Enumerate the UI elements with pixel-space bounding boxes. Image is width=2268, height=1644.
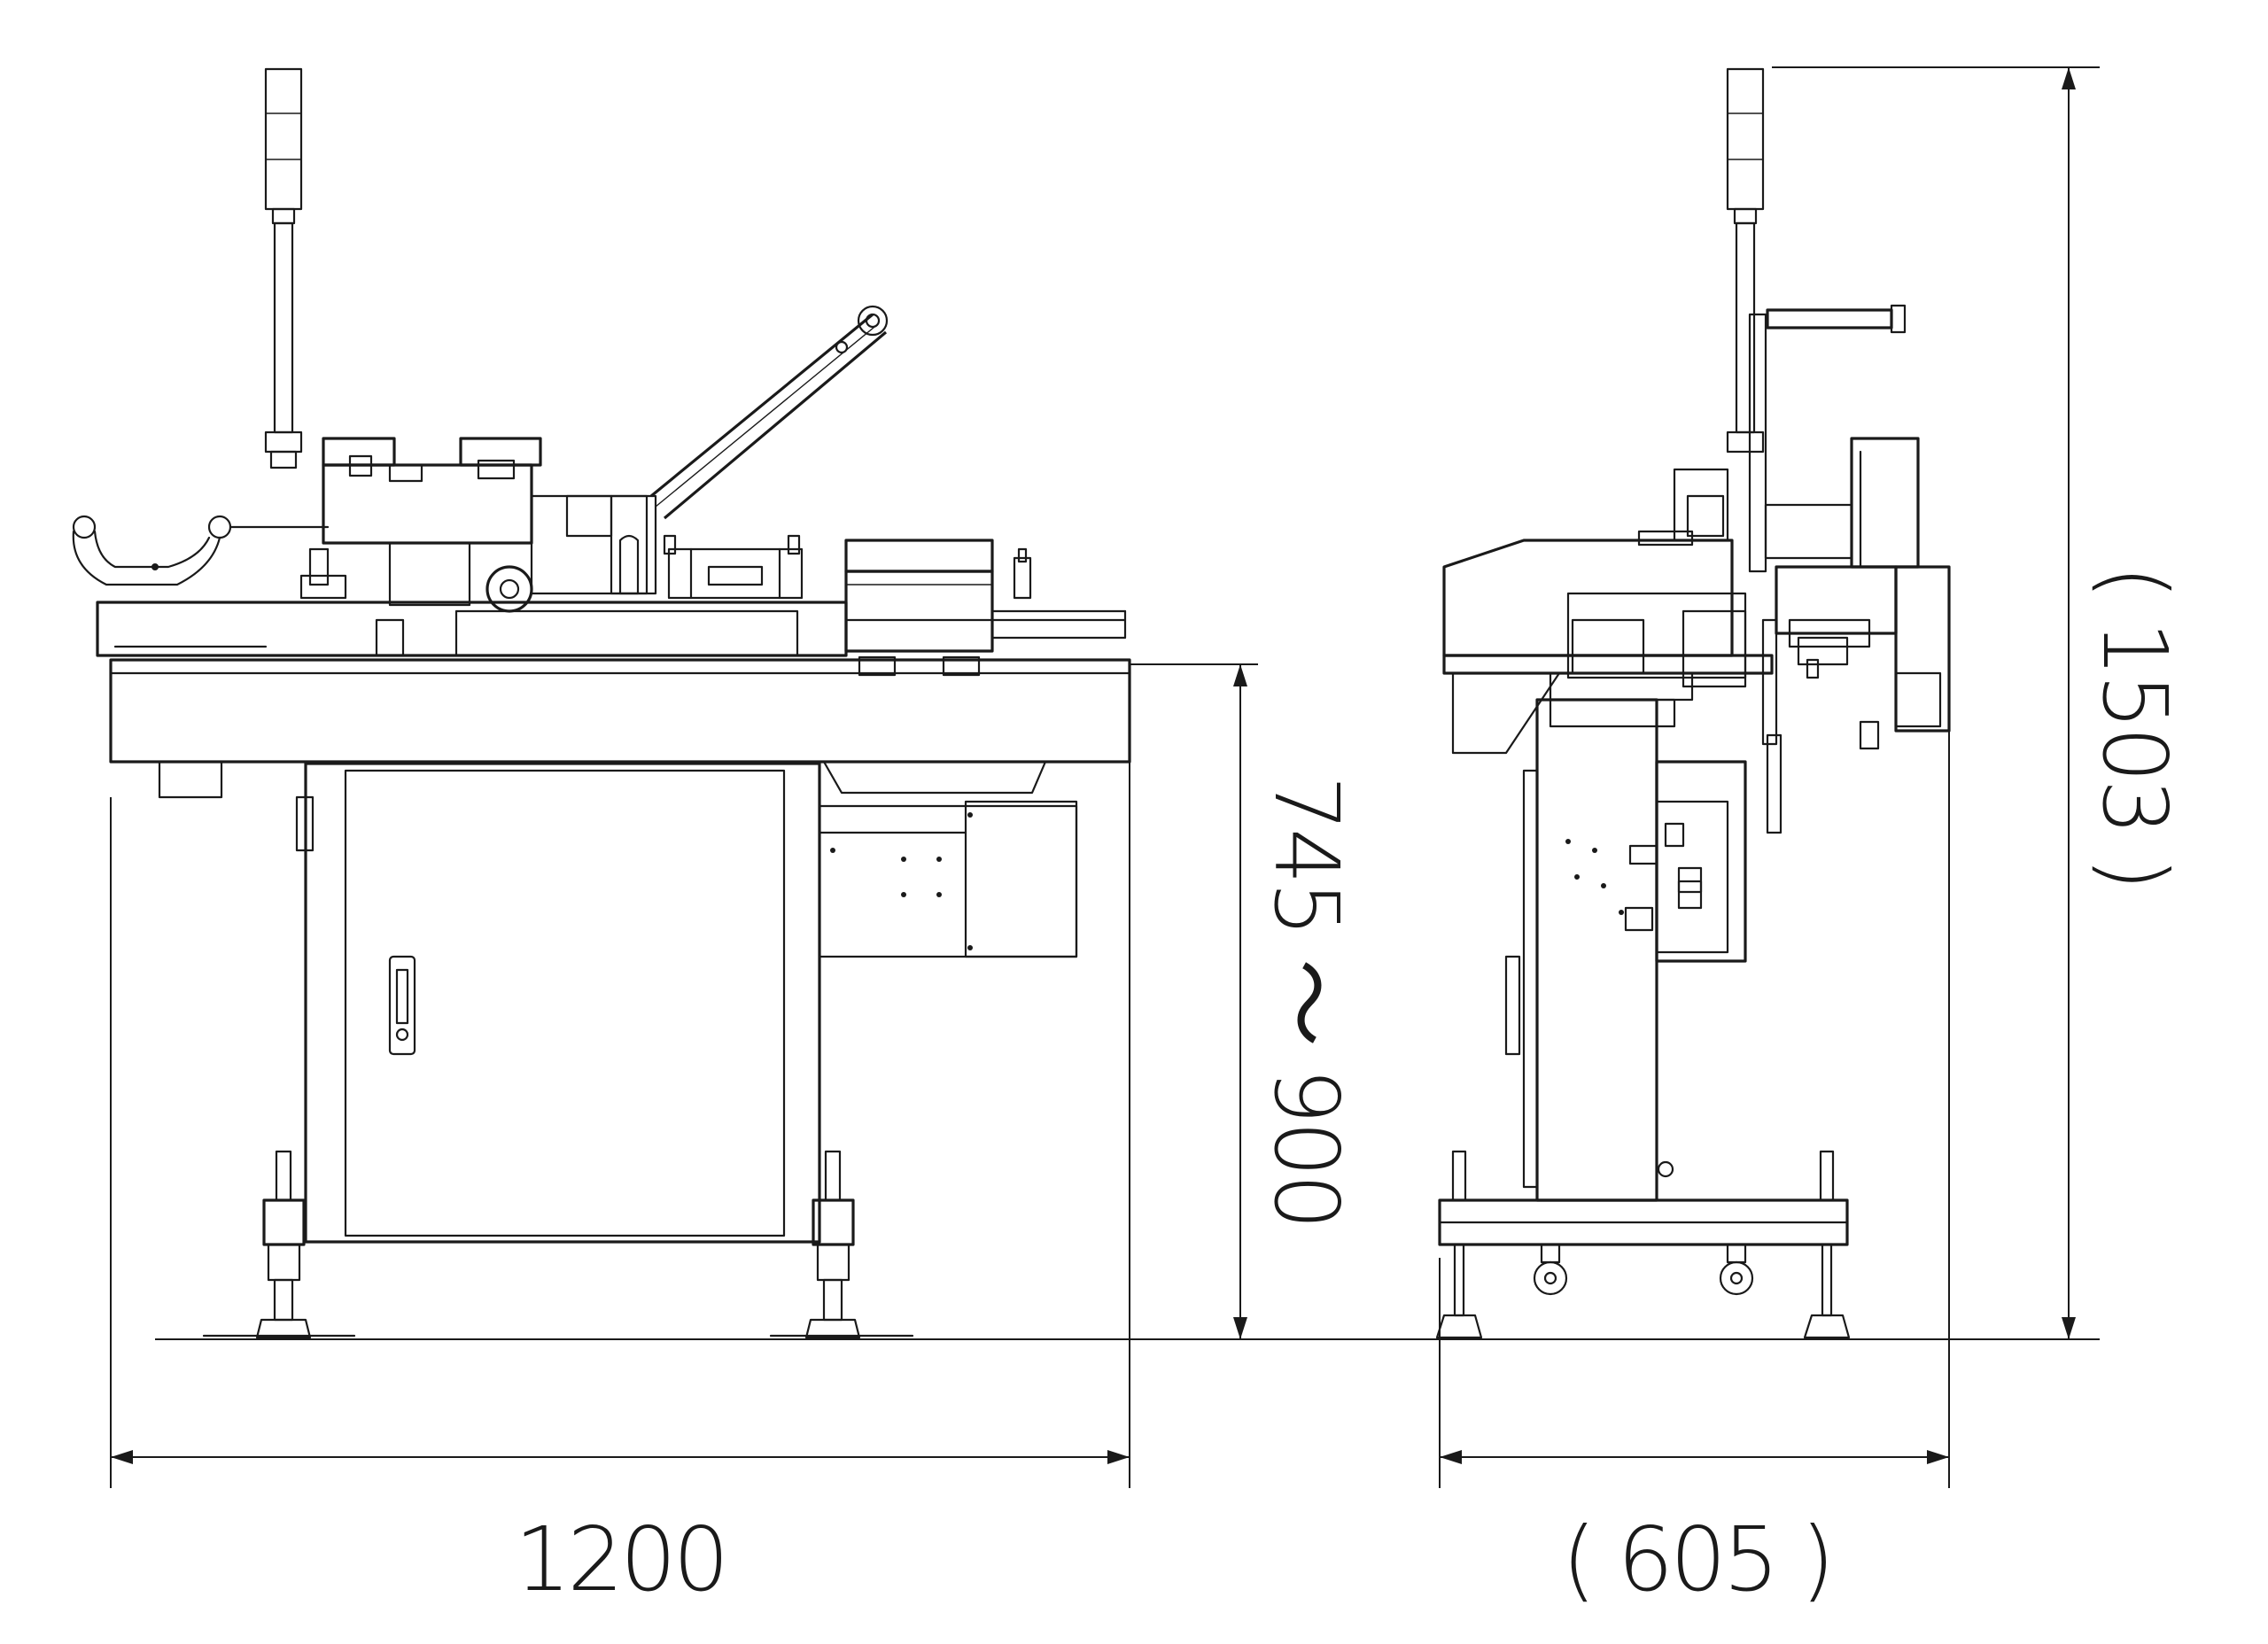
dimension-lines bbox=[110, 66, 2100, 1488]
front-slide-mechanism bbox=[663, 534, 804, 600]
total-height-label: ( 1503 ) bbox=[2083, 565, 2186, 888]
side-head-unit bbox=[1442, 468, 1951, 750]
front-right-leg bbox=[769, 1150, 914, 1339]
side-column bbox=[1504, 698, 1747, 1202]
side-reel-holder bbox=[1748, 304, 1920, 573]
depth-label: ( 605 ) bbox=[1562, 1508, 1831, 1611]
front-right-box bbox=[844, 539, 1127, 653]
side-view bbox=[1435, 67, 1951, 1339]
front-cabinet bbox=[295, 762, 821, 1244]
front-view bbox=[72, 67, 1131, 1339]
side-base bbox=[1435, 1150, 1851, 1339]
width-label: 1200 bbox=[515, 1508, 726, 1611]
front-table bbox=[96, 601, 1131, 799]
front-arm bbox=[649, 305, 889, 520]
front-side-panel bbox=[818, 800, 1078, 958]
front-signal-tower bbox=[264, 67, 303, 469]
front-top-mechanism bbox=[299, 437, 657, 613]
front-left-handle bbox=[72, 515, 330, 586]
side-signal-tower bbox=[1726, 67, 1765, 454]
side-table bbox=[1442, 654, 1774, 755]
side-mid-mechanism bbox=[1566, 592, 1849, 834]
front-left-leg bbox=[202, 1150, 356, 1339]
table-height-label: 745 ～ 900 bbox=[1254, 775, 1358, 1226]
